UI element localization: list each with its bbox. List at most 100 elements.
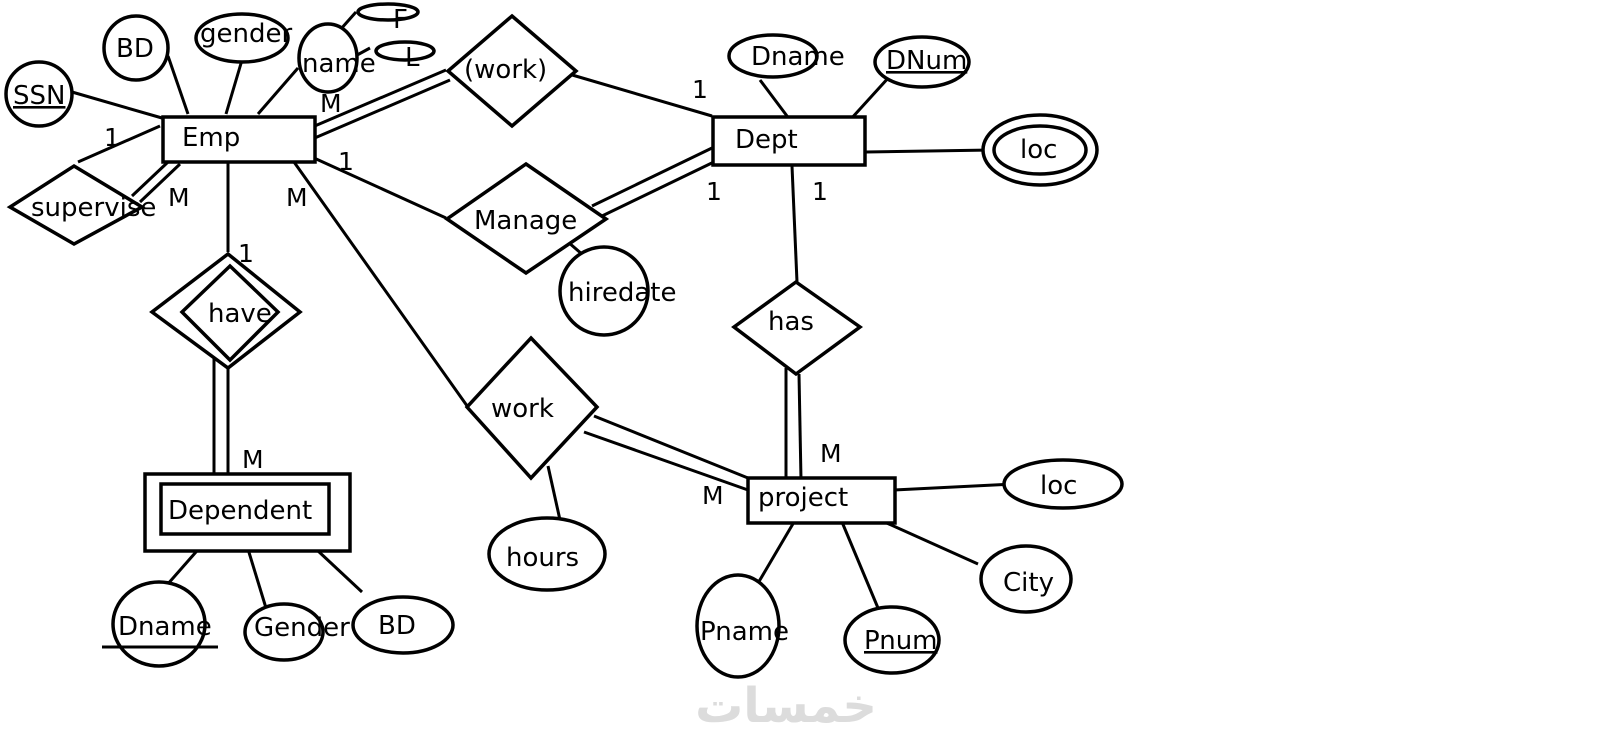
relationship-work-dept-label: (work) (464, 55, 547, 85)
attribute-emp-gender-oval (194, 12, 290, 64)
line-workdept-dept (561, 70, 713, 118)
line-manage-dept-a (591, 146, 713, 208)
line-emp-supervise-many-b (138, 162, 182, 204)
line-manage-dept-b (601, 158, 719, 218)
attribute-dept-dname[interactable]: Dname (727, 33, 845, 79)
attribute-emp-name-l[interactable]: L (374, 40, 436, 73)
line-emp-workdept-a (309, 68, 447, 130)
cardinality-manage-emp: 1 (338, 147, 354, 176)
relationship-has[interactable]: has (731, 279, 863, 377)
attribute-emp-name-label: name (302, 49, 376, 79)
attribute-project-pname[interactable]: Pname (695, 573, 789, 679)
attribute-dependent-bd[interactable]: BD (351, 595, 455, 655)
multivalued-attribute-dept-loc[interactable]: loc (981, 113, 1099, 187)
relationship-have-inner-diamond (179, 263, 281, 363)
relationship-supervise-diamond (6, 163, 146, 247)
line-emp-manage (313, 156, 447, 220)
line-project-pnum (840, 521, 880, 609)
attribute-dependent-gender-label: Gender (254, 613, 350, 643)
attribute-dept-dname-oval (727, 33, 819, 79)
attribute-emp-name-f[interactable]: F (356, 2, 420, 35)
attribute-emp-bd-oval (102, 14, 170, 82)
relationship-manage-diamond (443, 161, 610, 276)
line-workproject-project-a (593, 414, 749, 480)
watermark: خمسات (695, 678, 877, 734)
attribute-dependent-gender[interactable]: Gender (243, 602, 350, 662)
attribute-manage-hiredate-oval (558, 245, 650, 337)
attribute-dependent-dname-oval (111, 580, 207, 668)
attribute-dependent-dname[interactable]: Dname (102, 580, 218, 668)
attribute-emp-name-l-oval (374, 40, 436, 62)
cardinality-have-emp: 1 (238, 239, 254, 268)
line-emp-supervise-many-a (130, 160, 170, 198)
entity-project-box (746, 476, 897, 525)
cardinality-labels: M 1 1 M 1 1 1 M M M 1 M (104, 75, 842, 510)
attribute-emp-name-f-label: F (393, 5, 408, 35)
attribute-dept-loc-inner-oval (992, 124, 1088, 176)
attribute-emp-ssn-label: SSN (13, 81, 65, 111)
line-emp-ssn (71, 90, 163, 120)
attribute-emp-ssn[interactable]: SSN (4, 60, 74, 128)
entity-emp-box (161, 115, 317, 164)
attribute-manage-hiredate[interactable]: hiredate (558, 245, 676, 337)
line-emp-name (256, 67, 300, 115)
attribute-work-hours-oval (487, 516, 607, 592)
entity-emp[interactable]: Emp (161, 115, 317, 164)
line-emp-workproject (292, 161, 472, 411)
attribute-project-pname-oval (695, 573, 781, 679)
attribute-emp-bd-label: BD (116, 34, 154, 64)
attribute-emp-name[interactable]: name (297, 22, 376, 94)
attribute-project-city-label: City (1003, 568, 1054, 598)
relationship-work-dept[interactable]: (work) (445, 13, 579, 129)
cardinality-has-dept: 1 (812, 177, 828, 206)
attribute-project-pnum[interactable]: Pnum (843, 605, 941, 675)
weak-entity-dependent-outer-box (143, 472, 352, 553)
attribute-work-hours[interactable]: hours (487, 516, 607, 592)
line-emp-bd (166, 55, 190, 115)
cardinality-supervise-many: M (168, 183, 190, 212)
attribute-project-loc-label: loc (1040, 471, 1077, 501)
cardinality-has-project: M (820, 439, 842, 468)
line-dept-dnum (848, 74, 892, 122)
attribute-emp-name-f-oval (356, 2, 420, 22)
weak-entity-dependent[interactable]: Dependent (143, 472, 352, 553)
attribute-emp-name-oval (297, 22, 359, 94)
cardinality-emp-workdept-dept: 1 (692, 75, 708, 104)
attribute-dependent-gender-oval (243, 602, 325, 662)
attribute-dept-dname-label: Dname (751, 42, 845, 72)
attribute-dept-dnum-label: DNum (886, 46, 967, 76)
relationship-work-project[interactable]: work (464, 335, 600, 481)
attribute-dept-dnum[interactable]: DNum (873, 35, 971, 89)
line-project-city (879, 518, 979, 566)
attribute-work-hours-label: hours (506, 543, 579, 573)
attribute-project-pnum-oval (843, 605, 941, 675)
entity-dept-label: Dept (735, 125, 798, 155)
weak-entity-dependent-label: Dependent (168, 496, 312, 526)
connector-lines (71, 11, 1015, 609)
attribute-dependent-bd-oval (351, 595, 455, 655)
relationship-have-label: have (208, 299, 272, 329)
line-project-pname (752, 521, 796, 591)
identifying-relationship-have[interactable]: have (149, 251, 303, 371)
relationship-work-project-diamond (464, 335, 600, 481)
relationship-work-dept-diamond (445, 13, 579, 129)
line-project-loc (893, 482, 1015, 492)
attribute-emp-ssn-oval (4, 60, 74, 128)
relationship-supervise[interactable]: supervise (6, 163, 156, 247)
relationship-manage[interactable]: Manage (443, 161, 610, 276)
entity-dept[interactable]: Dept (711, 115, 867, 167)
line-dept-loc (865, 148, 993, 154)
attribute-manage-hiredate-label: hiredate (568, 278, 676, 308)
attribute-project-city[interactable]: City (979, 544, 1073, 614)
cardinality-emp-workdept-emp: M (320, 89, 342, 118)
cardinality-manage-dept: 1 (706, 177, 722, 206)
attribute-emp-bd[interactable]: BD (102, 14, 170, 82)
line-dept-dname (758, 79, 792, 121)
relationship-supervise-label: supervise (31, 193, 156, 223)
relationship-work-project-label: work (491, 394, 554, 424)
entity-project[interactable]: project (746, 476, 897, 525)
attribute-emp-gender[interactable]: gender (194, 12, 292, 64)
attribute-project-loc[interactable]: loc (1002, 458, 1124, 510)
line-has-project-b (797, 373, 803, 481)
